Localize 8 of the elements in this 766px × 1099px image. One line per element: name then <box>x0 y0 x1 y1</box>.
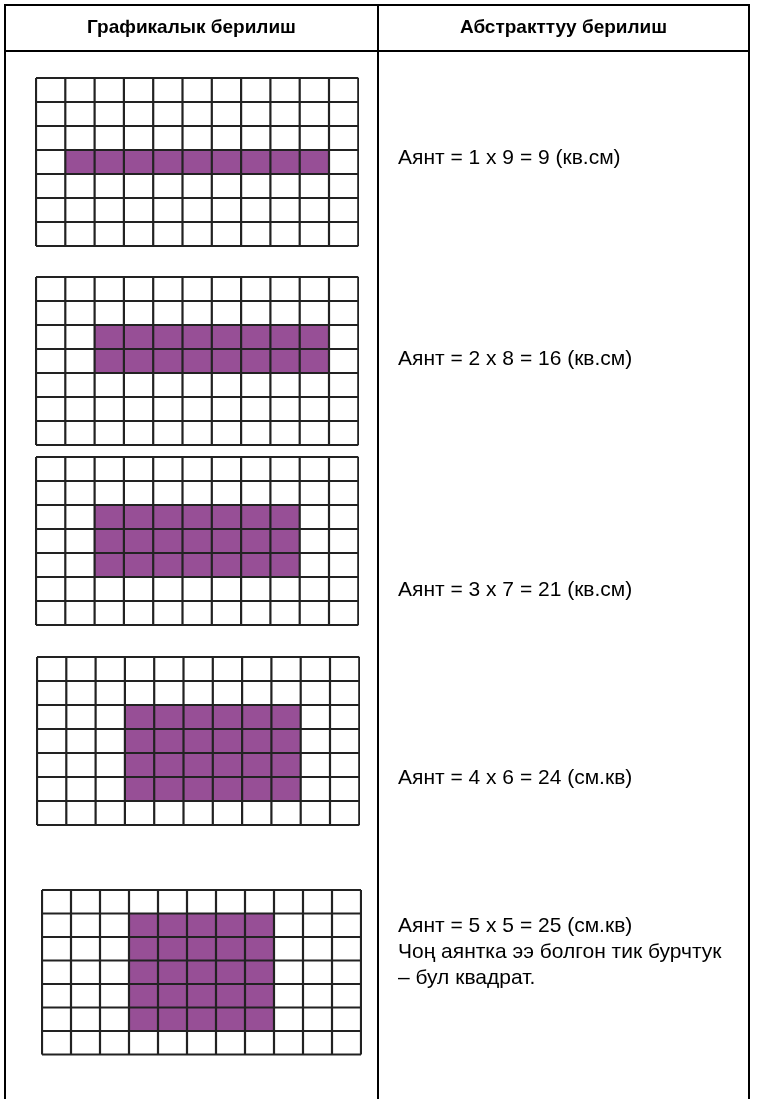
column-header: Графикалык берилиш <box>86 16 297 38</box>
formula-text: Аянт = 3 х 7 = 21 (кв.см) <box>398 576 633 602</box>
note-text: Чоң аянтка ээ болгон тик бурчтук – бул квадрат. <box>398 938 723 990</box>
formula-text: Аянт = 2 х 8 = 16 (кв.см) <box>398 345 633 371</box>
formula-text: Аянт = 1 х 9 = 9 (кв.см) <box>398 144 621 170</box>
formula-text: Аянт = 4 х 6 = 24 (см.кв) <box>398 764 633 790</box>
formula-text: Аянт = 5 х 5 = 25 (см.кв) <box>398 912 633 938</box>
column-header: Абстракттуу берилиш <box>458 16 669 38</box>
